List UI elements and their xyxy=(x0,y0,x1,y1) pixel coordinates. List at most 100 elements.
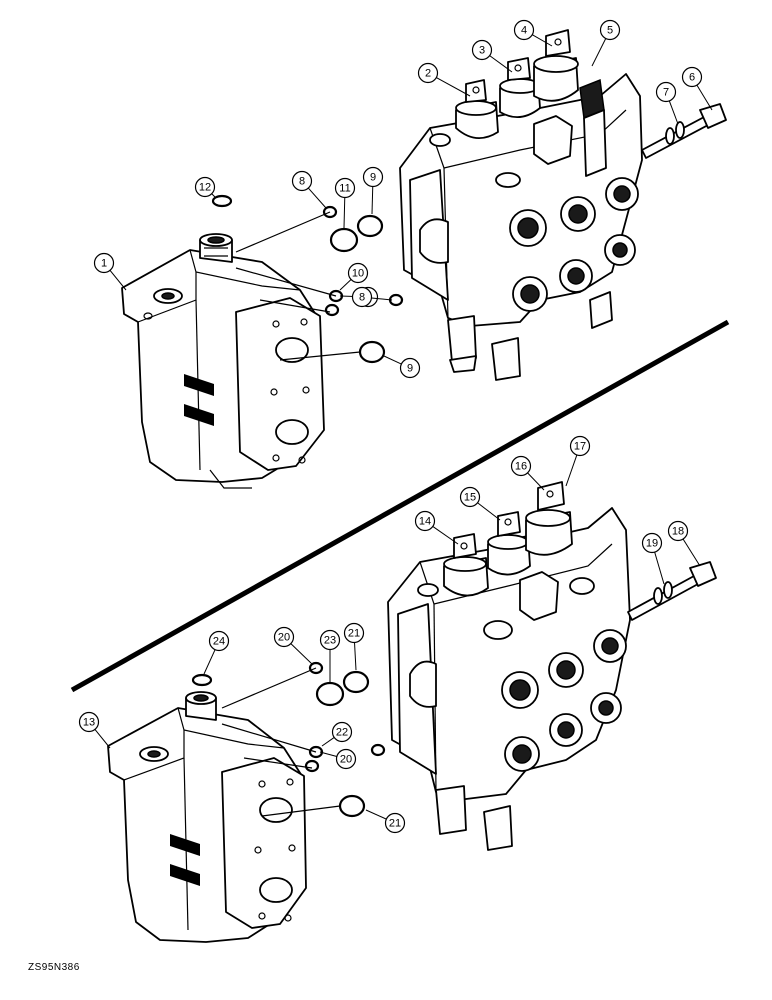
lower-assembly xyxy=(107,481,717,943)
upper-valve-block xyxy=(121,233,325,489)
callout-bubble xyxy=(194,176,216,198)
callout-leader-line xyxy=(383,355,402,365)
callout-leader-line xyxy=(489,55,513,73)
callout-bubble xyxy=(471,39,493,61)
callout-leader-line xyxy=(319,751,337,758)
callout-number: 9 xyxy=(407,363,413,375)
callout-upper-control-valve-body: 5 xyxy=(591,19,621,67)
callout-leader-line xyxy=(565,454,578,487)
callout-leader-line xyxy=(109,270,127,291)
callout-leader-line xyxy=(321,737,335,747)
callout-bubble xyxy=(414,510,436,532)
callout-bubble xyxy=(93,252,115,274)
callout-leader-line xyxy=(307,187,327,209)
callout-number: 22 xyxy=(336,727,348,739)
callout-number: 20 xyxy=(278,632,290,644)
callout-leader-line xyxy=(591,38,607,67)
callout-number: 23 xyxy=(324,635,336,647)
callout-bubble xyxy=(510,455,532,477)
callout-lower-o-ring-large: 23 xyxy=(319,629,341,682)
callout-leader-line xyxy=(527,472,545,491)
callout-leader-line xyxy=(339,279,352,291)
callout-upper-valve-block: 1 xyxy=(93,252,127,291)
callout-bubble xyxy=(569,435,591,457)
callout-upper-o-ring-bottom: 9 xyxy=(383,355,421,379)
callout-number: 9 xyxy=(370,172,376,184)
callout-leader-line xyxy=(532,34,553,47)
callout-bubble xyxy=(208,630,230,652)
callout-upper-washer: 7 xyxy=(655,81,679,125)
callout-lower-seal-mid: 20 xyxy=(319,748,357,770)
callout-leader-line xyxy=(203,649,216,675)
lower-seals xyxy=(191,661,386,818)
callout-number: 18 xyxy=(672,526,684,538)
callout-bubble xyxy=(335,748,357,770)
callout-number: 19 xyxy=(646,538,658,550)
lower-spool-2 xyxy=(487,511,531,576)
callout-number: 8 xyxy=(359,292,365,304)
callout-bubble xyxy=(384,812,406,834)
callout-number: 6 xyxy=(689,72,695,84)
callout-lower-washer: 19 xyxy=(641,532,665,585)
callout-upper-o-ring-top: 9 xyxy=(362,166,384,215)
callout-bubble xyxy=(331,721,353,743)
callout-leader-line xyxy=(668,100,679,125)
callout-bubble xyxy=(667,520,689,542)
callout-bubble xyxy=(347,262,369,284)
callouts-layer: 1234567888991011121314151617181920202121… xyxy=(78,19,713,834)
upper-control-valve-body xyxy=(399,73,643,381)
callout-leader-line xyxy=(696,84,713,111)
callout-leader-line xyxy=(290,643,313,665)
callout-bubble xyxy=(655,81,677,103)
callout-number: 5 xyxy=(607,25,613,37)
callout-bubble xyxy=(681,66,703,88)
callout-number: 10 xyxy=(352,268,364,280)
callout-upper-spool-1: 2 xyxy=(417,62,471,97)
callout-lower-o-ring-bottom: 21 xyxy=(365,809,406,834)
callout-number: 11 xyxy=(339,183,350,195)
callout-number: 7 xyxy=(663,87,669,99)
callout-number: 14 xyxy=(419,516,431,528)
callout-number: 1 xyxy=(101,258,107,270)
assembly-separator-line xyxy=(70,319,730,693)
callout-bubble xyxy=(362,166,384,188)
callout-number: 21 xyxy=(348,628,360,640)
callout-bubble xyxy=(399,357,421,379)
callout-leader-line xyxy=(436,77,471,97)
callout-leader-line xyxy=(343,197,346,229)
callout-leader-line xyxy=(354,642,357,671)
callout-leader-line xyxy=(371,186,374,215)
callout-bubble xyxy=(291,170,313,192)
callout-bubble xyxy=(78,711,100,733)
upper-spool-3 xyxy=(533,29,579,102)
callout-bubble xyxy=(641,532,663,554)
callout-lower-plug: 24 xyxy=(203,630,230,675)
callout-upper-seal-top: 8 xyxy=(291,170,327,209)
callout-number: 2 xyxy=(425,68,431,80)
callout-upper-spool-2: 3 xyxy=(471,39,513,73)
callout-bubble xyxy=(334,177,356,199)
callout-bubble xyxy=(351,286,373,308)
callout-number: 21 xyxy=(389,818,401,830)
upper-spool-2 xyxy=(499,57,541,118)
figure-code: ZS95N386 xyxy=(28,962,80,973)
callout-leader-line xyxy=(682,538,701,567)
callout-number: 15 xyxy=(464,492,476,504)
callout-number: 4 xyxy=(521,25,527,37)
callout-lower-control-valve-body: 17 xyxy=(565,435,591,487)
callout-bubble xyxy=(343,622,365,644)
lower-tie-bolt xyxy=(627,561,717,621)
callout-lower-tie-bolt: 18 xyxy=(667,520,701,567)
callout-leader-line xyxy=(211,193,217,199)
callout-bubble xyxy=(513,19,535,41)
callout-number: 8 xyxy=(299,176,305,188)
callout-bubble xyxy=(273,626,295,648)
callout-bubble xyxy=(319,629,341,651)
callout-leader-line xyxy=(654,551,665,585)
upper-spool-1 xyxy=(455,79,499,139)
callout-number: 20 xyxy=(340,754,352,766)
callout-number: 17 xyxy=(574,441,586,453)
callout-number: 16 xyxy=(515,461,527,473)
upper-tie-bolt xyxy=(641,103,727,159)
